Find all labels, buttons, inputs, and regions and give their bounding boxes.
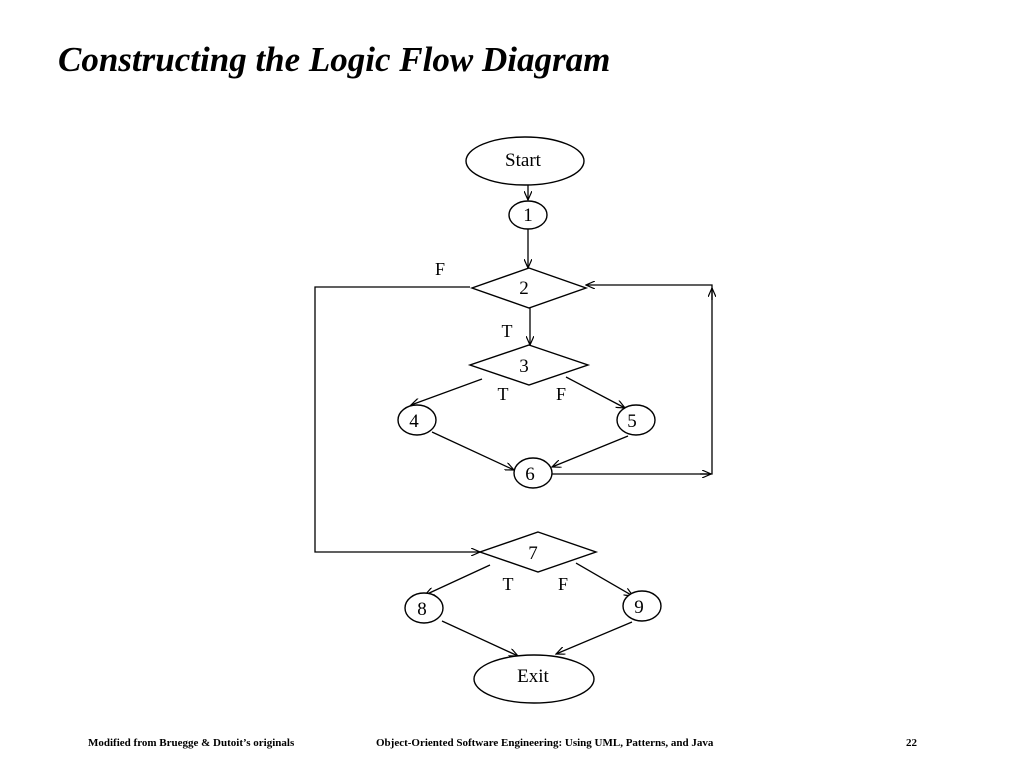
edge-label-3-true: T [498, 384, 509, 404]
exit-label: Exit [517, 666, 549, 687]
node-8-label: 8 [417, 599, 427, 620]
edge-6-loop-to-2 [552, 285, 713, 475]
node-1-label: 1 [523, 205, 533, 226]
node-5-label: 5 [627, 411, 637, 432]
node-7-diamond [477, 531, 599, 573]
edge-labels: F T T F T F [435, 259, 568, 594]
edge-5-to-6 [552, 435, 629, 467]
edge-7-true-to-8 [425, 564, 491, 595]
edge-label-7-false: F [558, 574, 568, 594]
edge-label-2-true: T [502, 321, 513, 341]
edge-label-2-false: F [435, 259, 445, 279]
edge-4-to-6 [431, 431, 514, 470]
edge-8-to-exit [441, 620, 518, 656]
node-9: 9 [622, 590, 662, 622]
node-2-label: 2 [519, 278, 529, 299]
node-exit: Exit [473, 654, 595, 704]
node-7: 7 [477, 531, 599, 573]
node-4: 4 [397, 404, 437, 436]
node-3: 3 [467, 344, 591, 386]
node-2-diamond [469, 267, 589, 309]
node-5: 5 [616, 404, 656, 436]
node-9-label: 9 [634, 597, 644, 618]
node-9-circle [622, 590, 662, 622]
edge-7-false-to-9 [575, 562, 633, 596]
node-2: 2 [469, 267, 589, 309]
node-3-diamond [467, 344, 591, 386]
footer-page-number: 22 [906, 737, 917, 749]
exit-ellipse [473, 654, 595, 704]
edge-2-false-to-7 [314, 286, 480, 552]
node-3-label: 3 [519, 356, 529, 377]
node-8: 8 [404, 592, 444, 624]
edge-9-to-exit [556, 621, 633, 654]
node-7-label: 7 [528, 543, 538, 564]
node-start: Start [465, 136, 585, 186]
node-6-label: 6 [525, 464, 535, 485]
footer-credit: Modified from Bruegge & Dutoit’s origina… [88, 737, 295, 749]
node-8-circle [404, 592, 444, 624]
node-4-label: 4 [409, 411, 419, 432]
node-5-circle [616, 404, 656, 436]
start-label: Start [505, 150, 542, 171]
node-6-circle [513, 457, 553, 489]
edge-3-true-to-4 [411, 378, 483, 405]
node-1: 1 [508, 200, 548, 230]
node-4-circle [397, 404, 437, 436]
footer-book-title: Object-Oriented Software Engineering: Us… [376, 737, 714, 749]
edge-3-false-to-5 [565, 376, 625, 408]
edges [314, 185, 713, 656]
node-6: 6 [513, 457, 553, 489]
start-ellipse [465, 136, 585, 186]
edge-label-7-true: T [503, 574, 514, 594]
slide-title: Constructing the Logic Flow Diagram [58, 40, 611, 79]
edge-label-3-false: F [556, 384, 566, 404]
node-1-circle [508, 200, 548, 230]
